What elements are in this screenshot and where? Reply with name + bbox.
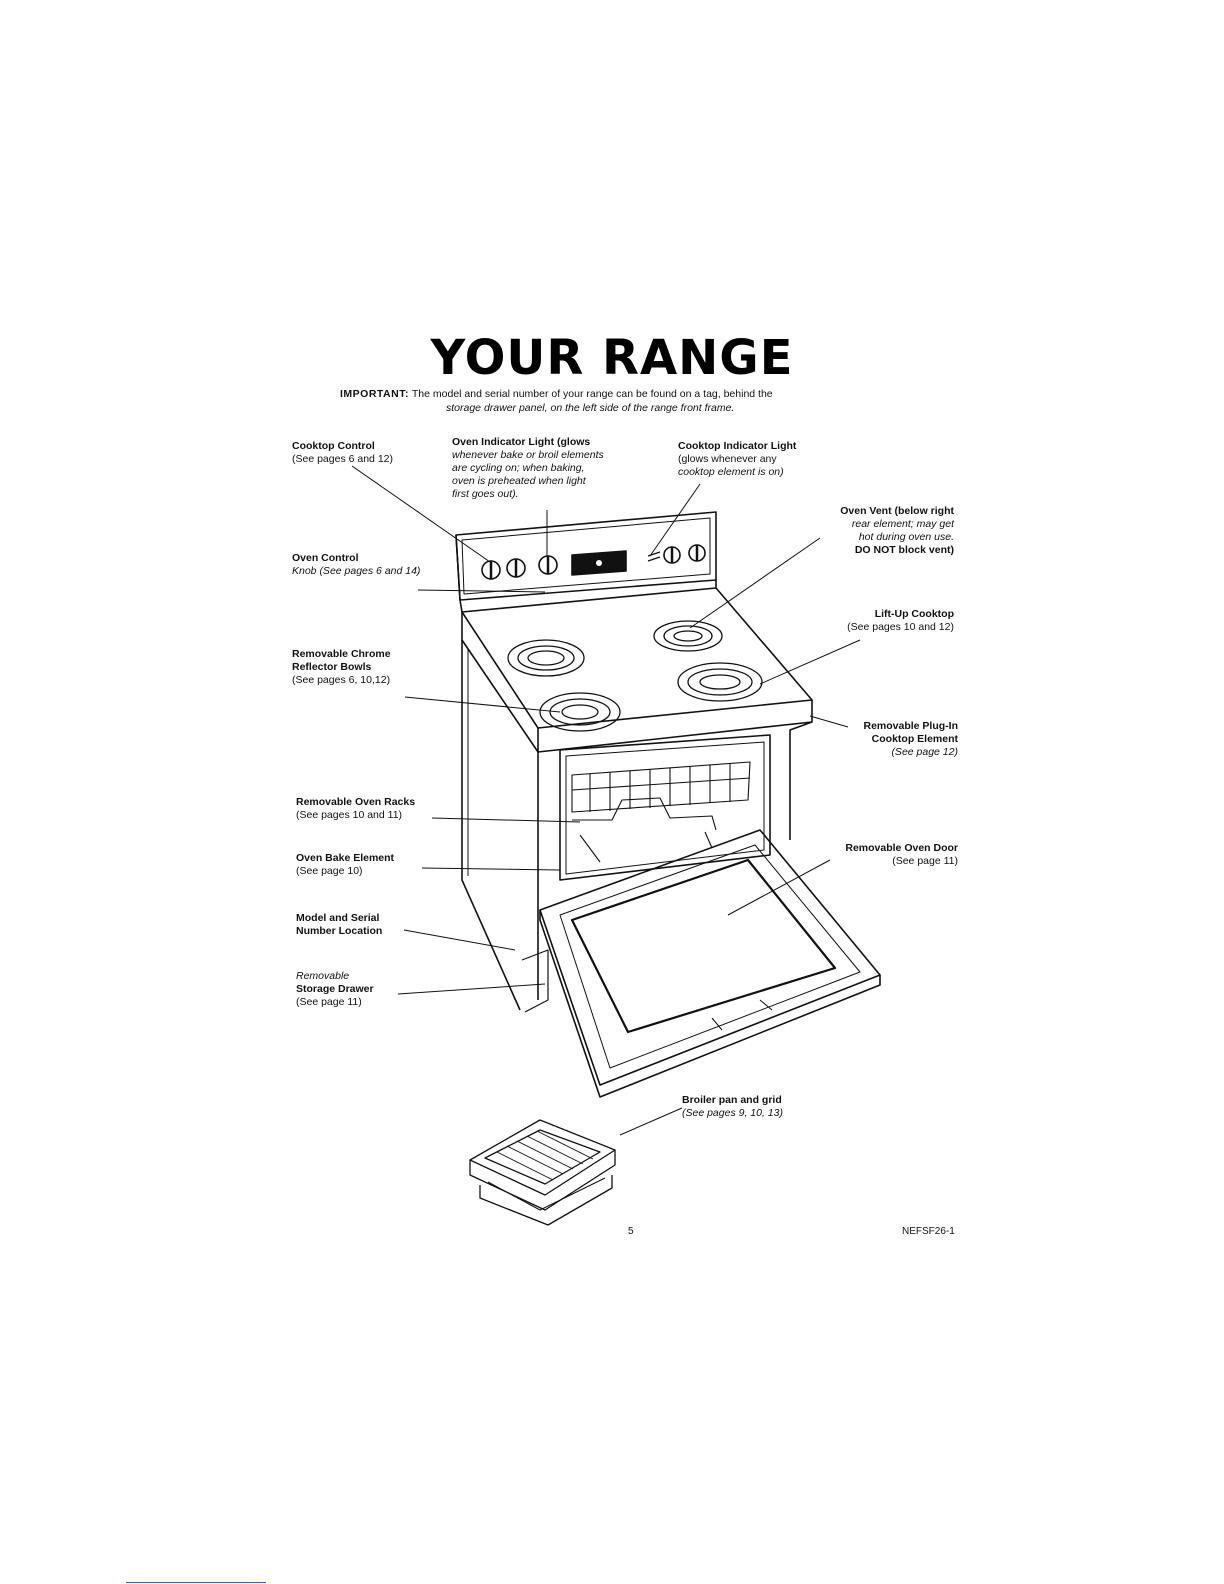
page-number: 5 [628,1226,634,1237]
callout-reflector-bowls: Removable Chrome Reflector Bowls (See pa… [292,648,391,686]
oven-door [539,829,881,1098]
knob-icon [481,544,706,580]
cooktop-surface [459,580,813,753]
broiler-pan-icon [469,1119,616,1226]
callout-oven-door: Removable Oven Door (See page 11) [845,842,958,867]
callout-bake-element: Oven Bake Element (See page 10) [296,852,395,877]
oven-cavity [559,734,771,881]
callout-cooktop-indicator-light: Cooktop Indicator Light (glows whenever … [678,440,797,478]
coil-element-icon [507,620,763,732]
callout-storage-drawer: Removable Storage Drawer (See page 11) [296,970,374,1008]
important-line-2: storage drawer panel, on the left side o… [446,402,735,414]
leader-lines [351,465,861,1136]
footer-rule [126,1582,266,1583]
callout-oven-vent: Oven Vent (below right rear element; may… [840,505,954,556]
document-code: NEFSF26-1 [902,1226,955,1237]
callout-serial-location: Model and Serial Number Location [296,912,383,937]
important-line-1: The model and serial number of your rang… [411,388,773,400]
callout-lift-up-cooktop: Lift-Up Cooktop (See pages 10 and 12) [847,608,954,633]
storage-drawer [521,949,549,1013]
callout-oven-control-knob: Oven Control Knob (See pages 6 and 14) [292,552,421,577]
callout-plug-in-element: Removable Plug-In Cooktop Element (See p… [863,720,958,758]
important-label: IMPORTANT: [340,388,409,400]
callout-cooktop-control: Cooktop Control (See pages 6 and 12) [292,440,393,465]
callout-oven-indicator-light: Oven Indicator Light (glows whenever bak… [452,436,604,500]
callout-oven-racks: Removable Oven Racks (See pages 10 and 1… [296,796,416,821]
important-note: IMPORTANT: The model and serial number o… [340,387,930,415]
page-title: YOUR RANGE [430,330,794,386]
oven-rack-icon [571,761,751,863]
range-body [461,640,813,1011]
callout-broiler-pan: Broiler pan and grid (See pages 9, 10, 1… [682,1094,783,1119]
